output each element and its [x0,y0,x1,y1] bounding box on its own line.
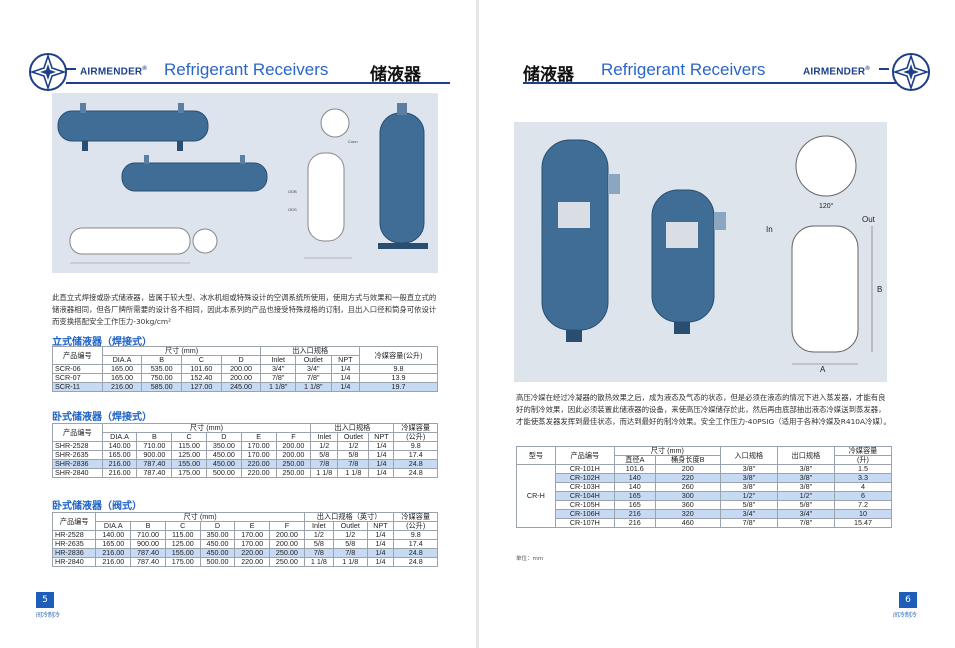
receivers-illustration: Conn ODB ODS [52,93,438,273]
unit-note: 单位：mm [516,556,544,562]
table-cell: 1 1/8 [310,468,339,478]
airmender-logo-icon [892,53,930,91]
table-cell: 1/4 [368,468,395,478]
footer-tag-right: 间冷制冷 [893,612,918,619]
left-page: AIRMENDER® Refrigerant Receivers 储液器 Con… [0,0,476,648]
header-rule [66,68,76,70]
table-cell: 500.00 [199,557,236,567]
col-header-model: 产品编号 [52,346,103,365]
table-cell: 1/4 [366,557,395,567]
page-spine [476,0,479,648]
table-cell: 216.00 [95,557,132,567]
table-cell: 245.00 [220,382,262,392]
table-cell: SHR-2840 [52,468,103,478]
header-underline [523,82,903,84]
col-header-code: 产品编号 [554,446,615,465]
group-cell: CR-H [516,464,556,528]
table-cell: 216.00 [101,382,143,392]
table-cell: 127.00 [181,382,222,392]
brand-name: AIRMENDER® [80,66,147,78]
conn-label: Conn [348,139,358,144]
col-header-type: 型号 [516,446,556,465]
title-chinese: 储液器 [523,65,574,85]
col-header-capacity: 冷媒容量(公升) [359,346,438,365]
odb-label: ODB [288,189,297,194]
table-cell: 1 1/8 [337,468,370,478]
table-cell: 175.00 [171,468,207,478]
left-intro-paragraph: 此直立式焊接或卧式储液器，皆属于较大型、冰水机组或特殊设计的空调系统所使用，使用… [52,293,437,326]
section-title-horizontal: 卧式储液器（焊接式） [52,412,152,423]
table-cell: 24.8 [393,468,438,478]
title-english: Refrigerant Receivers [601,60,766,79]
table-cell: 1/4 [330,382,361,392]
product-photo-panel: Conn ODB ODS [52,93,438,273]
ods-label: ODS [288,207,297,212]
table-cell: HR-2840 [51,557,97,567]
table-cell: 216.00 [101,468,138,478]
table-cell: 500.00 [205,468,242,478]
col-header-outlet: 出口规格 [776,446,835,465]
table-cell: 250.00 [269,557,305,567]
header-underline [66,82,450,84]
table-cell: 220.00 [240,468,277,478]
table-cell: 250.00 [275,468,312,478]
table-cell: 19.7 [359,382,438,392]
table-cell: CR-107H [554,518,615,528]
col-header-model: 产品编号 [52,423,103,442]
table-cell: 24.8 [393,557,438,567]
in-label: In [766,225,773,234]
table-cell: 15.47 [833,518,893,528]
out-label: Out [862,215,876,224]
table-cell: 175.00 [164,557,201,567]
table-cell: 1 1/8" [295,382,332,392]
airmender-logo-icon [29,53,67,91]
header-rule [879,68,889,70]
page-number-left: 5 [36,592,54,608]
section-title-vertical: 立式储液器（焊接式） [52,337,152,348]
footer-tag-left: 间冷制冷 [36,612,61,619]
title-english: Refrigerant Receivers [164,60,329,79]
col-header-model: 产品编号 [51,512,97,531]
col-header-dims: 尺寸 (mm) [101,423,312,433]
right-page: 储液器 Refrigerant Receivers AIRMENDER® 120… [479,0,955,648]
angle-label: 120° [819,202,834,210]
table-cell: 216 [613,518,656,528]
title-chinese: 储液器 [370,65,421,85]
table-cell: 220.00 [234,557,271,567]
product-photo-panel: 120° In Out B A [514,122,887,382]
table-cell: 1 1/8" [260,382,297,392]
a-label: A [820,365,826,374]
cr-receiver-table: 型号 产品编号 尺寸 (mm) 入口规格 出口规格 冷媒容量 直径A 桶身长度B… [516,446,893,528]
table-cell: SCR-11 [52,382,103,392]
right-intro-paragraph: 高压冷媒在经过冷凝器的散热效果之后，成为液态及气态的状态，但是必须在液态的情况下… [516,393,891,426]
table-cell: 787.40 [130,557,166,567]
brand-name: AIRMENDER® [803,66,870,78]
section-title-valve: 卧式储液器（阀式） [52,501,142,512]
table-cell: 460 [654,518,721,528]
table-cell: 787.40 [136,468,173,478]
page-number-right: 6 [899,592,917,608]
table-cell: 1 1/8 [303,557,334,567]
col-header-inlet: 入口规格 [719,446,778,465]
b-label: B [877,285,882,294]
cr-receivers-illustration: 120° In Out B A [514,122,887,382]
table-cell: 1 1/8 [332,557,368,567]
table-cell: 585.00 [141,382,183,392]
table-cell: 7/8" [776,518,835,528]
col-header-dims: 尺寸 (mm) [95,512,305,522]
table-cell: 7/8" [719,518,778,528]
